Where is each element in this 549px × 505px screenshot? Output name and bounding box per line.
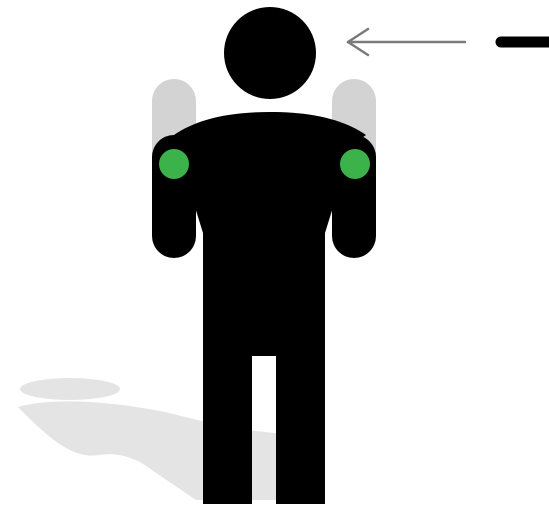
floor-shadow — [18, 378, 318, 500]
left-shoulder-marker — [159, 149, 189, 179]
left-arrow-icon — [348, 29, 465, 55]
shadow-body — [18, 401, 318, 500]
shadow-head — [20, 378, 120, 400]
right-shoulder-marker — [340, 149, 370, 179]
head — [224, 7, 316, 99]
